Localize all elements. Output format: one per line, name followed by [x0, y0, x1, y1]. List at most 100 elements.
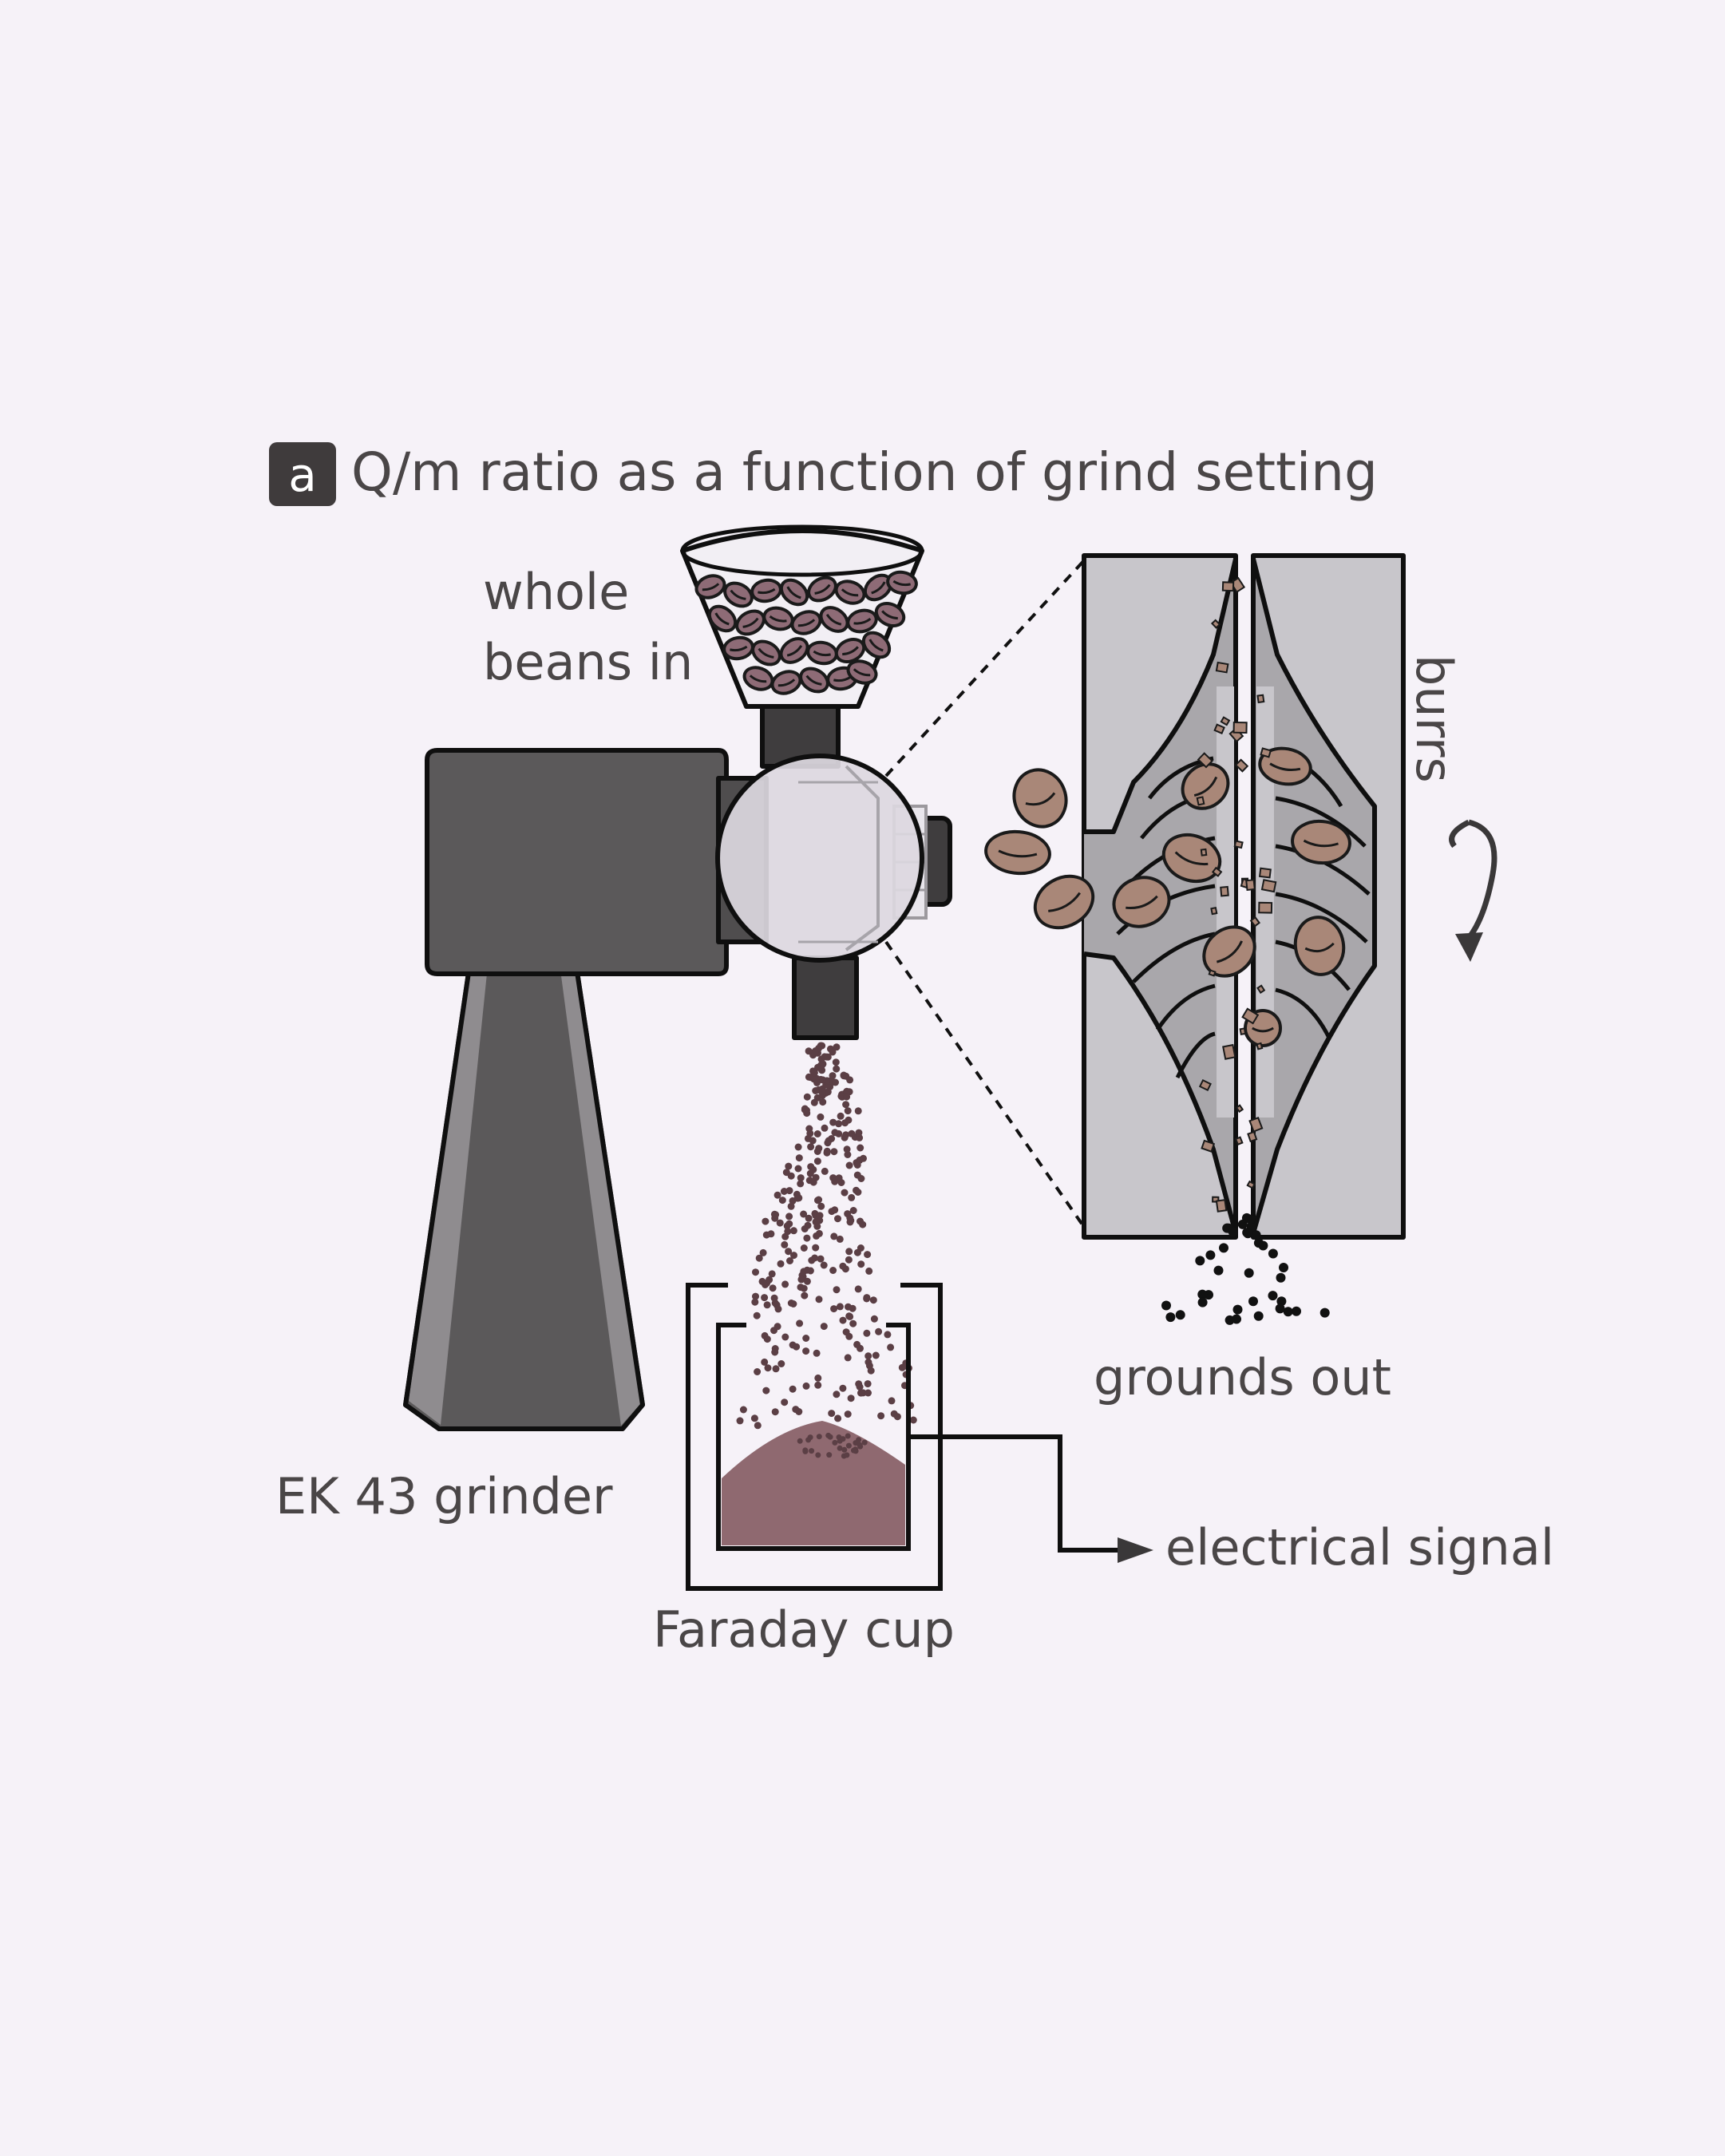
ground-piece: [1210, 907, 1218, 916]
ground-particle: [804, 1221, 812, 1229]
ground-particle: [771, 1408, 779, 1416]
ground-particle: [816, 1434, 822, 1440]
coffee-bean: [694, 574, 726, 599]
ground-particle: [832, 1058, 840, 1066]
cup-grounds: [797, 1432, 868, 1459]
ground-particle: [870, 1315, 878, 1323]
ground-piece: [1234, 758, 1249, 773]
ground-particle: [739, 1406, 747, 1414]
ground-piece: [1249, 916, 1261, 928]
grinder-spout: [792, 955, 859, 1040]
ground-particle: [1161, 1300, 1171, 1311]
ground-particle: [839, 1316, 847, 1324]
ground-particle: [857, 1175, 865, 1182]
ground-particle: [789, 1227, 797, 1235]
coffee-bean: [1033, 874, 1095, 930]
ground-particle: [816, 1212, 824, 1220]
ground-particle: [834, 1414, 842, 1422]
ground-particle: [752, 1292, 759, 1300]
ground-particle: [772, 1211, 780, 1219]
ground-particle: [830, 1305, 838, 1313]
ground-particle: [825, 1137, 833, 1145]
ground-particle: [828, 1410, 836, 1418]
ground-particle: [837, 1092, 845, 1100]
ground-particle: [814, 1197, 821, 1205]
ground-particle: [844, 1354, 852, 1362]
ground-particle: [785, 1187, 793, 1195]
ground-particle: [1165, 1312, 1176, 1323]
coffee-bean: [874, 601, 906, 628]
ground-particle: [803, 1234, 811, 1242]
ground-particle: [811, 1254, 819, 1262]
coffee-bean: [984, 829, 1051, 876]
ground-particle: [787, 1172, 795, 1180]
ground-particle: [839, 1384, 847, 1392]
ground-particle: [758, 1277, 766, 1285]
ground-piece: [1210, 619, 1221, 629]
ground-particle: [857, 1144, 864, 1152]
ground-particle: [857, 1260, 865, 1268]
ground-particle: [1276, 1272, 1286, 1283]
ground-particle: [843, 1087, 851, 1095]
ground-particle: [849, 1207, 857, 1214]
arrow-right-icon: [1118, 1537, 1153, 1563]
ground-particle: [845, 1256, 853, 1264]
ground-piece: [1233, 840, 1244, 849]
ground-particle: [801, 1292, 809, 1300]
ground-particle: [837, 1112, 845, 1120]
ground-particle: [845, 1433, 851, 1439]
ground-particle: [823, 1053, 831, 1061]
coffee-bean: [779, 637, 809, 664]
ground-particle: [845, 1116, 853, 1124]
ground-particle: [844, 1151, 852, 1158]
hopper: [680, 524, 924, 709]
ground-particle: [844, 1410, 852, 1418]
ground-piece: [1221, 581, 1235, 592]
ground-piece: [1220, 716, 1231, 726]
ground-particle: [780, 1188, 788, 1195]
ground-piece: [1239, 1027, 1247, 1035]
ground-particle: [1219, 1243, 1228, 1253]
ground-particle: [762, 1217, 770, 1225]
ground-particle: [829, 1048, 837, 1056]
ground-particle: [1279, 1263, 1288, 1272]
ground-particle: [801, 1106, 809, 1114]
ground-particle: [887, 1343, 895, 1351]
ground-piece: [1247, 1130, 1258, 1143]
ground-particle: [1268, 1248, 1278, 1259]
ground-particle: [773, 1323, 781, 1331]
ground-particle: [764, 1364, 772, 1372]
ground-particle: [784, 1228, 792, 1236]
ground-particle: [797, 1174, 805, 1182]
ground-particle: [806, 1169, 814, 1177]
ground-particle: [1213, 1265, 1224, 1276]
ground-particle: [767, 1230, 775, 1238]
ground-particle: [827, 1434, 833, 1440]
ground-particle: [794, 1165, 802, 1173]
ground-particle: [865, 1267, 873, 1275]
ground-particle: [831, 1129, 839, 1137]
ground-particle: [1283, 1307, 1293, 1317]
coffee-bean: [846, 608, 878, 634]
ground-piece: [1258, 867, 1272, 879]
ground-particle: [842, 1101, 850, 1109]
ground-piece: [1213, 723, 1225, 734]
grounds-out-particles: [1161, 1213, 1330, 1325]
ground-particle: [787, 1202, 795, 1210]
ground-particle: [829, 1072, 837, 1080]
ground-particle: [817, 1088, 825, 1095]
ground-particle: [774, 1305, 782, 1313]
ground-particle: [820, 1323, 828, 1331]
ground-particle: [807, 1143, 815, 1151]
ground-particle: [795, 1154, 803, 1162]
panel-header: a Q/m ratio as a function of grind setti…: [269, 441, 1378, 506]
ground-particle: [805, 1437, 812, 1443]
ground-particle: [869, 1296, 877, 1304]
ground-particle: [752, 1268, 759, 1276]
ground-particle: [1175, 1310, 1185, 1320]
incoming-beans: [984, 768, 1095, 930]
ground-particle: [859, 1389, 867, 1397]
ground-particle: [832, 1078, 839, 1086]
coffee-bean: [707, 604, 738, 633]
ground-particle: [768, 1270, 776, 1278]
